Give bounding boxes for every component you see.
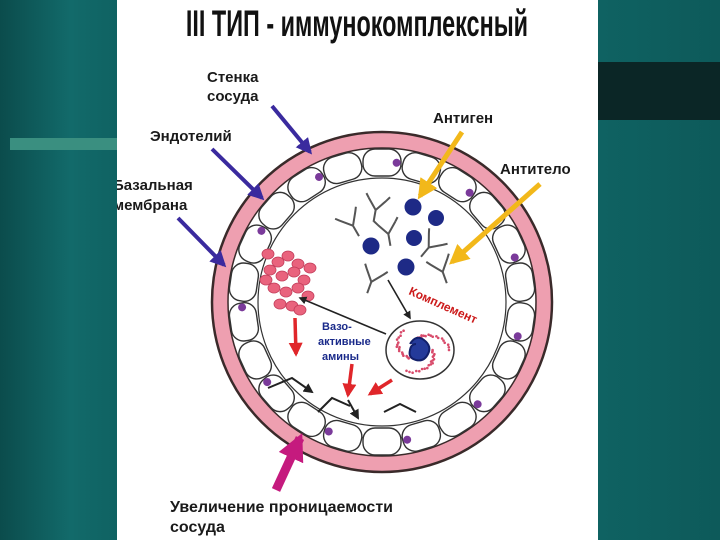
arrow-antigen [417, 130, 465, 200]
arrow-antibody [449, 182, 542, 265]
vasoactive-label-3: амины [322, 351, 359, 363]
label-permeability-2: сосуда [170, 519, 225, 536]
vessel-diagram: III ТИП - иммунокомплексный [117, 2, 571, 536]
label-antibody: Антитело [500, 161, 571, 178]
label-antigen: Антиген [433, 110, 493, 127]
label-vessel-wall-2: сосуда [207, 88, 259, 105]
slide-title: III ТИП - иммунокомплексный [186, 2, 528, 44]
vasoactive-label-1: Вазо- [322, 321, 352, 333]
label-basement-1: Базальная [117, 177, 193, 194]
endothelial-nuclei [238, 158, 522, 444]
decor-bar-left [10, 138, 120, 150]
label-basement-2: мембрана [117, 197, 188, 214]
antibody-group [334, 192, 450, 294]
endothelial-gaps [267, 376, 417, 420]
decor-bar-right [598, 62, 720, 120]
arrow-endothelium [210, 147, 265, 201]
slide-panel: III ТИП - иммунокомплексный [117, 0, 598, 540]
interaction-arrows [298, 279, 411, 335]
label-endothelium: Эндотелий [150, 128, 232, 145]
red-arrows [288, 317, 393, 398]
vasoactive-label-2: активные [318, 336, 371, 348]
antigen-group [362, 198, 444, 276]
label-permeability-1: Увеличение проницаемости [170, 499, 393, 516]
background-left [0, 0, 117, 540]
platelet-cluster [259, 248, 317, 316]
arrow-basement [176, 216, 227, 268]
label-vessel-wall-1: Стенка [207, 69, 259, 86]
arrow-permeability [271, 433, 305, 492]
mast-cell [385, 320, 455, 380]
arrow-vessel-wall [270, 104, 313, 155]
